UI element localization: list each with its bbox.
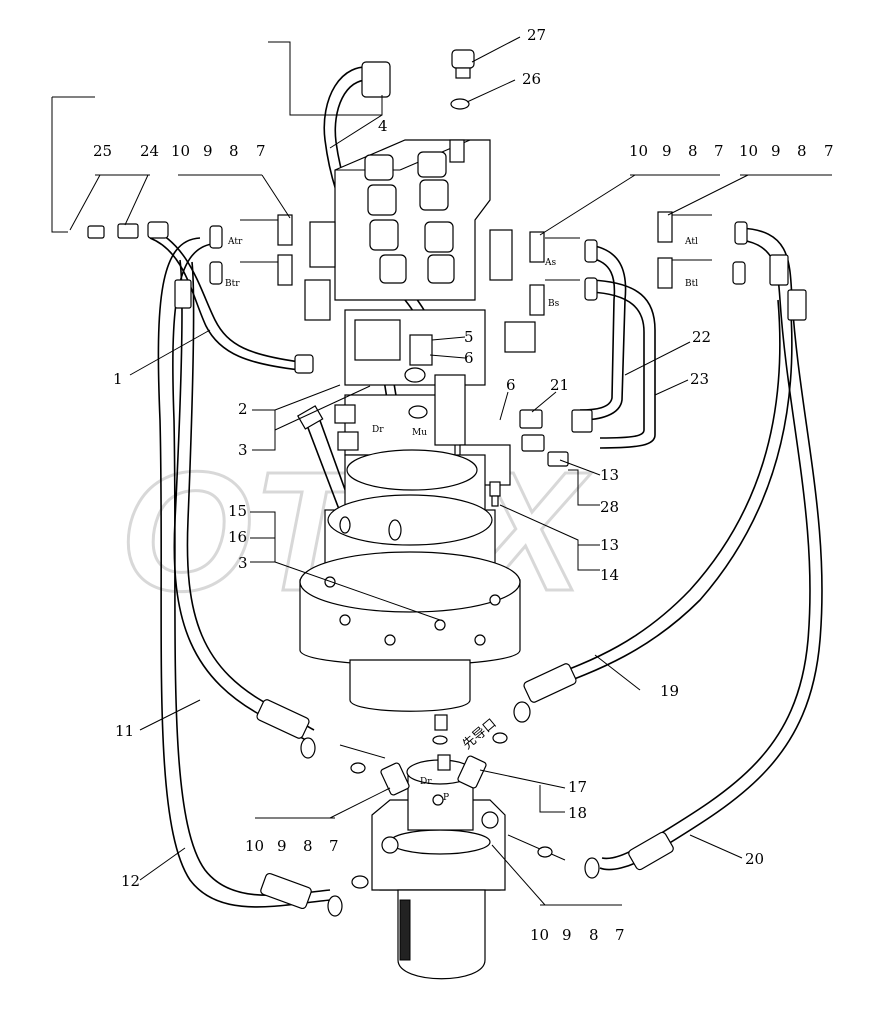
- port-p-joint: P: [443, 793, 449, 803]
- hose-20: [599, 227, 823, 871]
- group-right-top-10: 10: [739, 142, 758, 160]
- lower-valve: [297, 334, 593, 507]
- callout-16: 16: [228, 528, 247, 546]
- callout-23: 23: [690, 370, 709, 388]
- pilot-port-label: 先导口: [460, 716, 500, 753]
- center-joint: [371, 714, 506, 980]
- group-right-top-8: 8: [797, 142, 807, 160]
- callout-5: 5: [464, 328, 474, 346]
- flanges: [240, 211, 712, 889]
- callout-3-lower: 3: [238, 554, 248, 572]
- port-atr: Atr: [227, 237, 243, 247]
- callout-28: 28: [600, 498, 619, 516]
- group-bottom-right-7: 7: [615, 926, 625, 944]
- port-bs: Bs: [548, 299, 560, 309]
- port-as: As: [544, 258, 556, 268]
- group-bottom-right-10: 10: [530, 926, 549, 944]
- hose-12: [157, 237, 331, 908]
- swing-motor: [299, 449, 521, 712]
- group-mid-top-7: 7: [714, 142, 724, 160]
- callout-15: 15: [228, 502, 247, 520]
- callout-26: 26: [522, 70, 541, 88]
- group-bottom-left-10: 10: [245, 837, 264, 855]
- pipe-23: [589, 279, 656, 449]
- group-right-top-9: 9: [771, 142, 781, 160]
- callout-6-upper: 6: [464, 349, 474, 367]
- callout-14: 14: [600, 566, 619, 584]
- callout-2: 2: [238, 400, 248, 418]
- callout-25: 25: [93, 142, 112, 160]
- control-valve-block: [304, 49, 536, 386]
- callout-6-lower: 6: [506, 376, 516, 394]
- callout-24: 24: [140, 142, 159, 160]
- group-bottom-left-7: 7: [329, 837, 339, 855]
- group-bottom-right-9: 9: [562, 926, 572, 944]
- callout-17: 17: [568, 778, 587, 796]
- group-left-top-9: 9: [203, 142, 213, 160]
- port-dr: Dr: [372, 425, 384, 435]
- callout-20: 20: [745, 850, 764, 868]
- group-bottom-left-8: 8: [303, 837, 313, 855]
- group-bottom-right-8: 8: [589, 926, 599, 944]
- hose-fittings: [87, 221, 807, 917]
- callout-3-upper: 3: [238, 441, 248, 459]
- callout-13-lower: 13: [600, 536, 619, 554]
- callout-21: 21: [550, 376, 569, 394]
- callout-18: 18: [568, 804, 587, 822]
- callout-12: 12: [121, 872, 140, 890]
- callout-13-upper: 13: [600, 466, 619, 484]
- port-atl: Atl: [684, 237, 698, 247]
- callout-22: 22: [692, 328, 711, 346]
- hose-19: [544, 299, 793, 691]
- group-left-top-8: 8: [229, 142, 239, 160]
- callouts: 25 24 10 9 8 7 27 26 4 10 9 8 7 10 9 8 7…: [93, 26, 834, 944]
- callout-11: 11: [115, 722, 134, 740]
- callout-4: 4: [378, 117, 388, 135]
- callout-27: 27: [527, 26, 546, 44]
- callout-19: 19: [660, 682, 679, 700]
- group-left-top-10: 10: [171, 142, 190, 160]
- group-bottom-left-9: 9: [277, 837, 287, 855]
- callout-1: 1: [113, 370, 123, 388]
- port-mu: Mu: [412, 428, 427, 438]
- leader-lines: [51, 36, 832, 906]
- port-btl: Btl: [685, 279, 698, 289]
- group-mid-top-8: 8: [688, 142, 698, 160]
- group-right-top-7: 7: [824, 142, 834, 160]
- group-mid-top-9: 9: [662, 142, 672, 160]
- port-dr-joint: Dr: [420, 777, 432, 787]
- port-btr: Btr: [225, 279, 240, 289]
- group-mid-top-10: 10: [629, 142, 648, 160]
- hose-1: [149, 227, 301, 363]
- group-left-top-7: 7: [256, 142, 266, 160]
- pipe-22: [579, 244, 627, 421]
